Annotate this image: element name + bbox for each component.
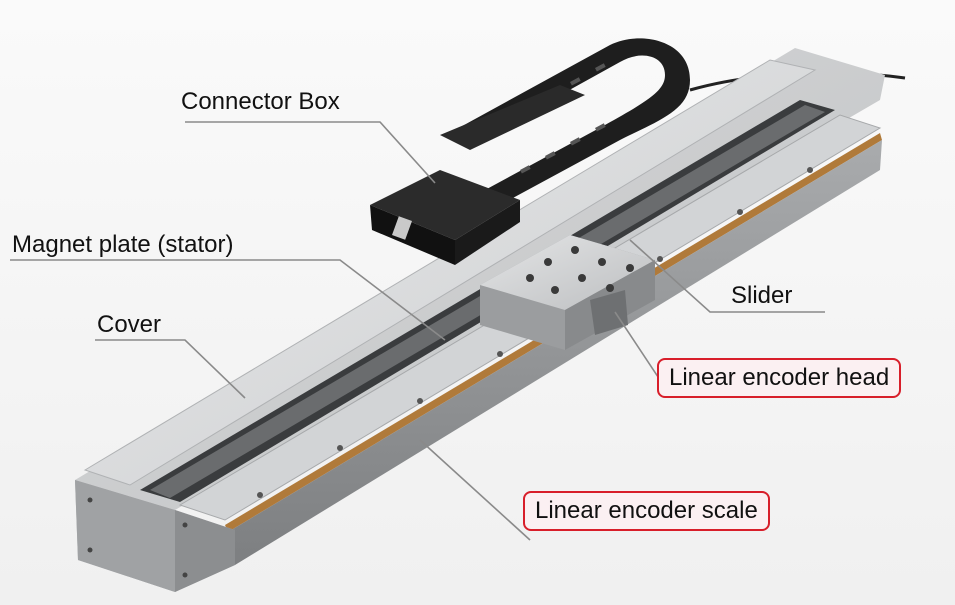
connector-box [370, 170, 520, 265]
end-block-front [175, 510, 235, 592]
chain-bracket [440, 85, 585, 150]
rail-holes [257, 167, 813, 498]
label-magnet-plate: Magnet plate (stator) [12, 231, 234, 258]
leader-lines [10, 121, 825, 541]
encoder-head-block [590, 290, 628, 335]
label-connector-box: Connector Box [181, 88, 340, 115]
callout-linear-encoder-scale: Linear encoder scale [523, 491, 770, 531]
label-slider: Slider [731, 282, 793, 309]
callout-linear-encoder-head: Linear encoder head [657, 358, 902, 398]
actuator-front-face [228, 140, 882, 565]
end-block-side [75, 480, 175, 592]
label-cover: Cover [97, 311, 162, 338]
actuator-cover [83, 59, 817, 486]
